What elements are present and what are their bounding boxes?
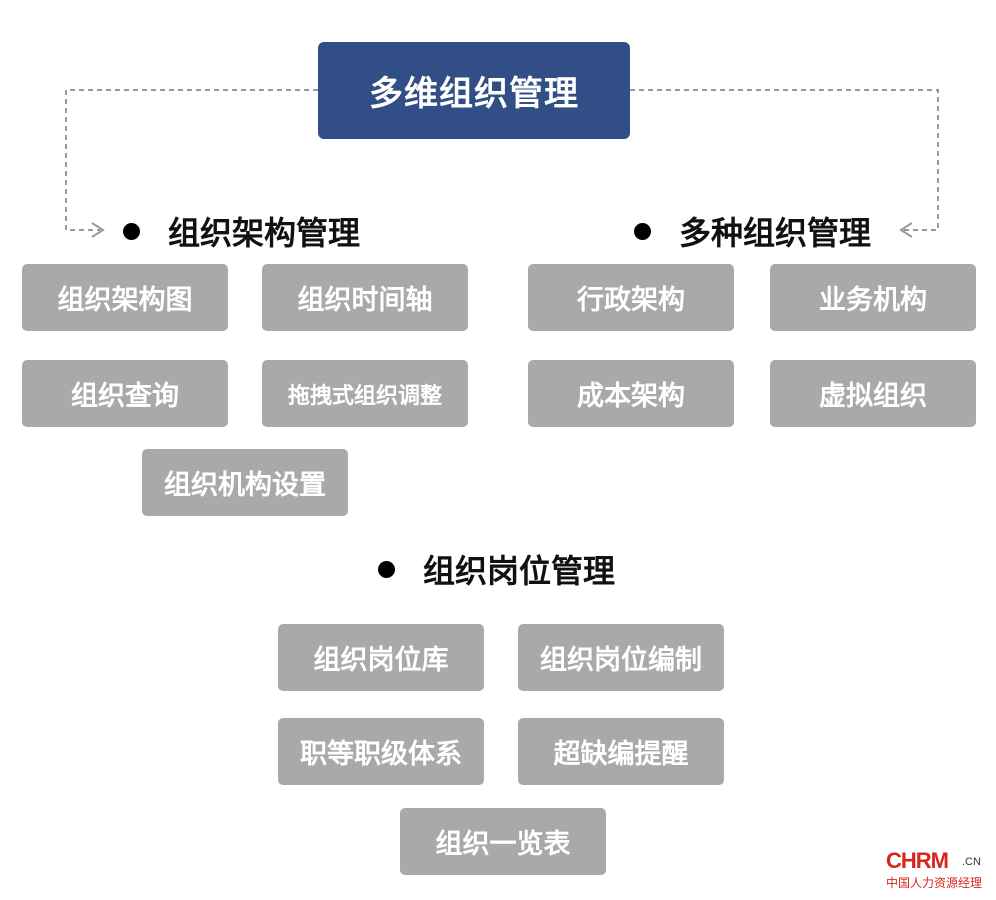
section-multi-org-heading: 多种组织管理	[634, 208, 871, 254]
node-virtual-org: 虚拟组织	[770, 360, 976, 427]
section-positions-heading: 组织岗位管理	[378, 546, 615, 592]
logo-tld-text: .CN	[962, 856, 981, 868]
logo-sub-text: 中国人力资源经理	[886, 876, 983, 890]
section-title: 组织架构管理	[168, 214, 361, 252]
arrowhead-right	[899, 222, 913, 238]
node-org-query: 组织查询	[22, 360, 228, 427]
node-grade-system: 职等职级体系	[278, 718, 484, 785]
bullet-icon	[378, 560, 395, 578]
node-cost-structure: 成本架构	[528, 360, 734, 427]
node-business-org: 业务机构	[770, 264, 976, 331]
bullet-icon	[634, 222, 651, 240]
node-org-settings: 组织机构设置	[142, 449, 348, 516]
node-org-timeline: 组织时间轴	[262, 264, 468, 331]
section-org-structure-heading: 组织架构管理	[123, 208, 360, 254]
node-drag-adjust: 拖拽式组织调整	[262, 360, 468, 427]
logo-main-text: CHRM	[886, 848, 949, 873]
section-title: 组织岗位管理	[423, 552, 616, 590]
node-admin-structure: 行政架构	[528, 264, 734, 331]
chrm-logo: CHRM .CN 中国人力资源经理	[884, 848, 988, 892]
arrowhead-left	[91, 222, 105, 238]
section-title: 多种组织管理	[679, 214, 872, 252]
node-position-library: 组织岗位库	[278, 624, 484, 691]
node-org-chart: 组织架构图	[22, 264, 228, 331]
bullet-icon	[123, 222, 140, 240]
root-node: 多维组织管理	[318, 42, 630, 139]
node-headcount-alert: 超缺编提醒	[518, 718, 724, 785]
node-position-headcount: 组织岗位编制	[518, 624, 724, 691]
node-org-overview: 组织一览表	[400, 808, 606, 875]
